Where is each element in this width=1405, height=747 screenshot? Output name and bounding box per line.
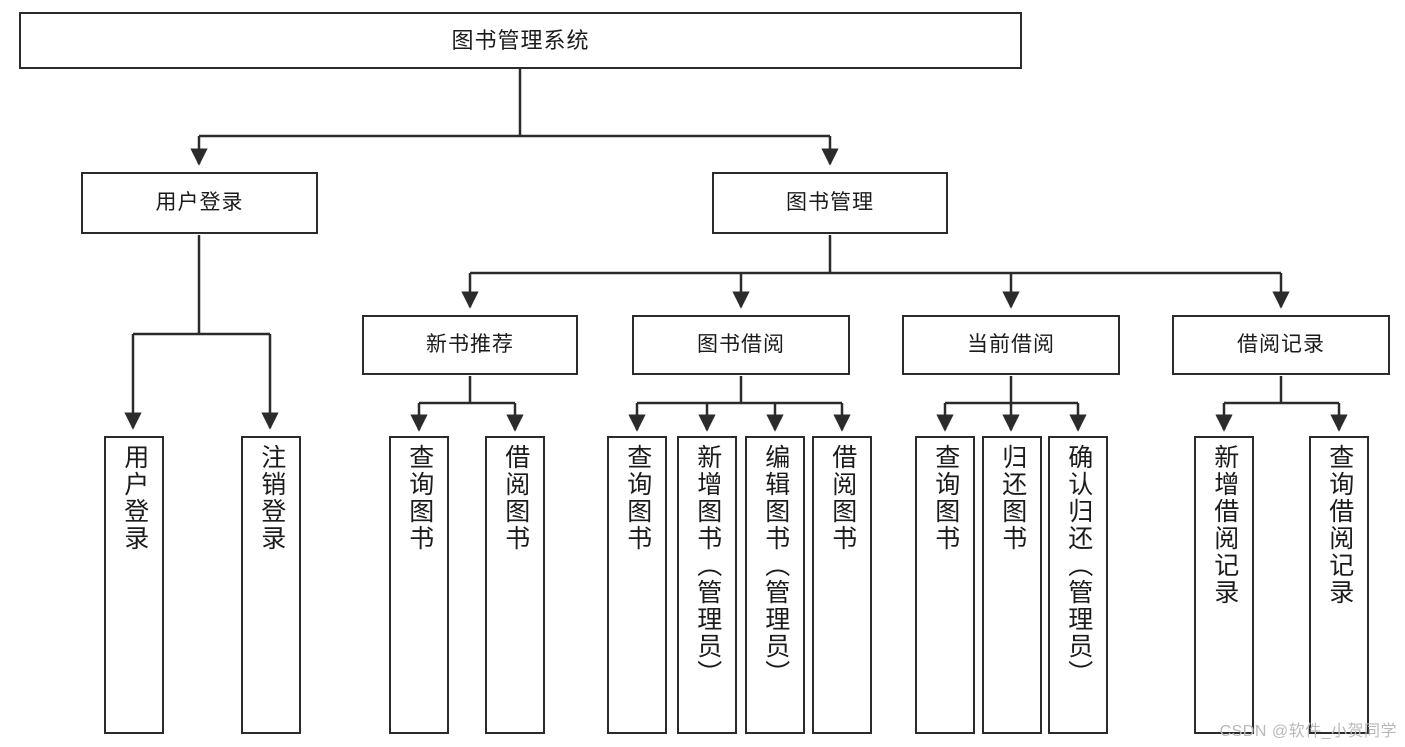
node-label: 用户登录: [155, 190, 244, 214]
node-borrow-record[interactable]: 借阅记录: [1172, 315, 1390, 375]
node-root-system[interactable]: 图书管理系统: [19, 12, 1022, 69]
leaf-borrow-borrow-book[interactable]: 借阅图书: [812, 436, 872, 734]
node-label: 查询借阅记录: [1325, 444, 1354, 606]
node-label: 查询图书: [931, 444, 960, 552]
leaf-current-confirm-return-admin[interactable]: 确认归还（管理员）: [1048, 436, 1108, 734]
node-book-borrow[interactable]: 图书借阅: [632, 315, 850, 375]
leaf-borrow-add-book-admin[interactable]: 新增图书（管理员）: [677, 436, 737, 734]
node-label: 查询图书: [623, 444, 652, 552]
leaf-record-add-record[interactable]: 新增借阅记录: [1194, 436, 1254, 734]
node-label: 借阅图书: [501, 444, 530, 552]
node-label: 编辑图书（管理员）: [761, 444, 790, 687]
node-label: 当前借阅: [967, 332, 1055, 356]
node-label: 用户登录: [120, 444, 149, 552]
leaf-recommend-query-book[interactable]: 查询图书: [389, 436, 449, 734]
node-book-management[interactable]: 图书管理: [712, 172, 948, 234]
leaf-current-return-book[interactable]: 归还图书: [982, 436, 1042, 734]
node-new-book-recommend[interactable]: 新书推荐: [362, 315, 578, 375]
node-label: 图书借阅: [697, 332, 785, 356]
node-label: 归还图书: [998, 444, 1027, 552]
node-label: 查询图书: [405, 444, 434, 552]
leaf-user-login-logout[interactable]: 注销登录: [241, 436, 301, 734]
node-label: 新增借阅记录: [1210, 444, 1239, 606]
node-label: 确认归还（管理员）: [1064, 444, 1093, 687]
leaf-user-login-login[interactable]: 用户登录: [104, 436, 164, 734]
leaf-recommend-borrow-book[interactable]: 借阅图书: [485, 436, 545, 734]
node-user-login[interactable]: 用户登录: [81, 172, 318, 234]
node-label: 借阅图书: [828, 444, 857, 552]
node-label: 借阅记录: [1237, 332, 1325, 356]
node-label: 图书管理: [786, 190, 874, 214]
watermark-text: CSDN @软件_小贺同学: [1219, 723, 1397, 740]
node-current-borrow[interactable]: 当前借阅: [902, 315, 1120, 375]
leaf-borrow-edit-book-admin[interactable]: 编辑图书（管理员）: [745, 436, 805, 734]
node-label: 新增图书（管理员）: [693, 444, 722, 687]
node-label: 图书管理系统: [451, 27, 590, 53]
node-label: 新书推荐: [426, 332, 514, 356]
node-label: 注销登录: [257, 444, 286, 552]
leaf-borrow-query-book[interactable]: 查询图书: [607, 436, 667, 734]
leaf-record-query-record[interactable]: 查询借阅记录: [1309, 436, 1369, 734]
leaf-current-query-book[interactable]: 查询图书: [915, 436, 975, 734]
